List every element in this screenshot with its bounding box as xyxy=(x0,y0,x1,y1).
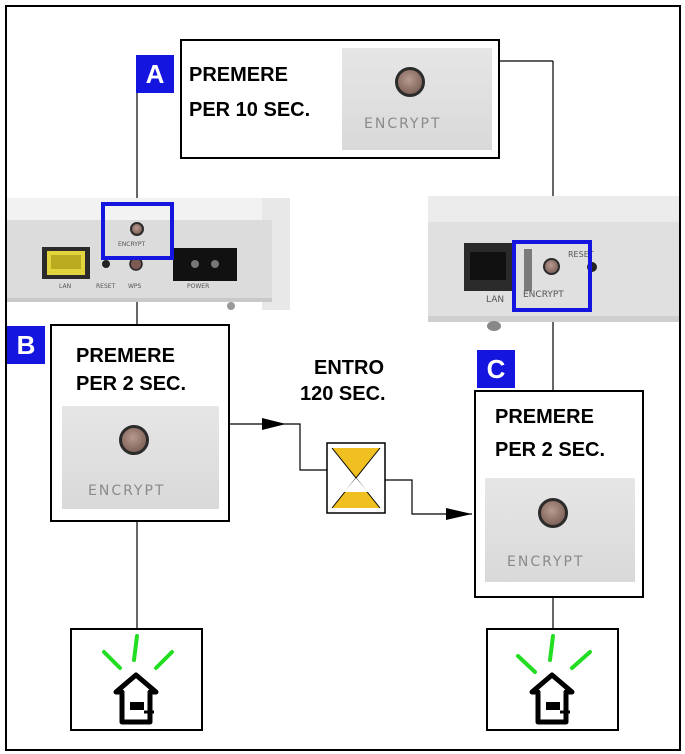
step-a-badge: A xyxy=(136,55,174,93)
encrypt-button-left[interactable] xyxy=(130,222,144,236)
wps-label: WPS xyxy=(128,283,142,290)
lan-label: LAN xyxy=(59,283,72,290)
reset-label: RESET xyxy=(96,283,116,290)
reset-label-right: RESET xyxy=(568,250,594,259)
encrypt-label-left: ENCRYPT xyxy=(118,241,146,248)
step-c-badge: C xyxy=(477,350,515,388)
encrypt-label-a: ENCRYPT xyxy=(364,116,442,132)
encrypt-button-b[interactable] xyxy=(119,425,149,455)
step-b-text-line2: PER 2 SEC. xyxy=(76,373,187,395)
arrow-head xyxy=(262,418,286,430)
encrypt-label-c: ENCRYPT xyxy=(507,554,585,570)
encrypt-button-image-a: ENCRYPT xyxy=(342,48,492,150)
encrypt-highlight-left xyxy=(101,202,174,260)
status-icon-box-right xyxy=(486,628,619,731)
router-left: LAN RESET WPS POWER xyxy=(7,198,290,310)
encrypt-button-c[interactable] xyxy=(538,498,568,528)
timer-line1: ENTRO xyxy=(314,357,384,379)
hourglass-icon xyxy=(326,442,386,514)
encrypt-label-b: ENCRYPT xyxy=(88,483,166,499)
encrypt-button-image-b: ENCRYPT xyxy=(62,406,219,509)
step-b-text-line1: PREMERE xyxy=(76,345,175,367)
encrypt-label-right: ENCRYPT xyxy=(523,290,564,300)
power-label: POWER xyxy=(187,283,210,290)
step-c-text-line1: PREMERE xyxy=(495,406,594,428)
status-icon-box-left xyxy=(70,628,203,731)
lan-label-right: LAN xyxy=(486,295,505,305)
encrypt-highlight-right xyxy=(512,240,592,312)
encrypt-button-a[interactable] xyxy=(395,67,425,97)
arrow-head xyxy=(446,508,472,520)
step-c-text-line2: PER 2 SEC. xyxy=(495,439,606,461)
encrypt-button-image-c: ENCRYPT xyxy=(485,478,635,582)
step-a-text-line2: PER 10 SEC. xyxy=(189,99,311,121)
encrypt-button-right[interactable] xyxy=(543,258,560,275)
house-signal-icon xyxy=(102,634,174,725)
step-a-text-line1: PREMERE xyxy=(189,64,288,86)
house-signal-icon xyxy=(516,634,592,725)
timer-line2: 120 SEC. xyxy=(300,383,386,405)
step-b-badge: B xyxy=(7,326,45,364)
